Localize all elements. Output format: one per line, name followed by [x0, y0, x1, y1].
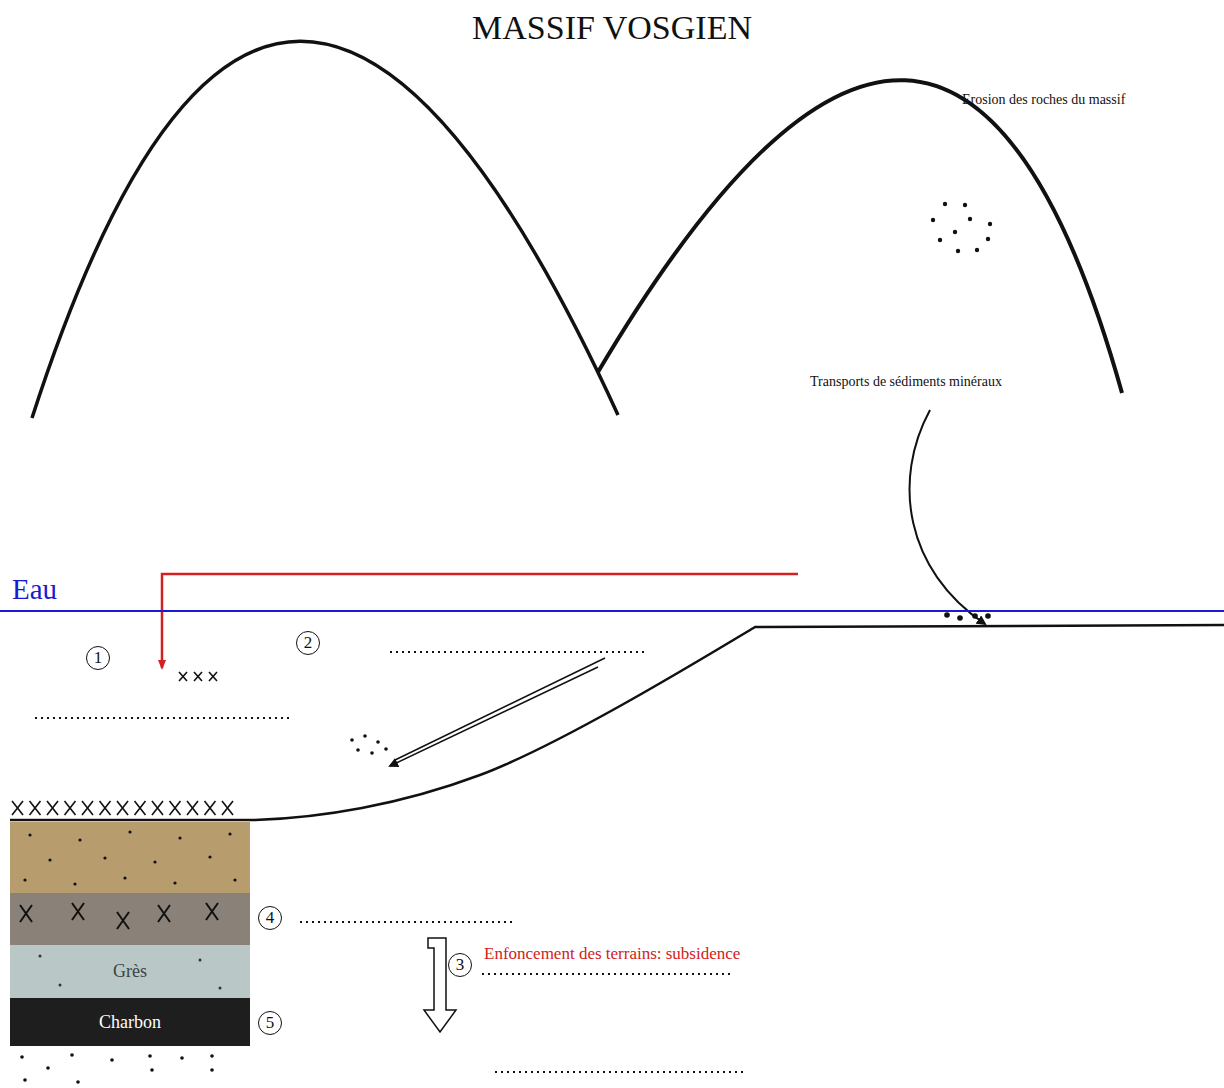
cross-mark [100, 801, 111, 815]
cross-mark [222, 801, 233, 815]
callout-number: 1 [86, 646, 110, 670]
cross-mark [117, 801, 128, 815]
rock-layer-band: Charbon [10, 998, 250, 1046]
cross-mark [170, 801, 181, 815]
process-note: Transports de sédiments minéraux [810, 374, 1002, 390]
cross-mark [30, 801, 41, 815]
cross-mark [47, 801, 58, 815]
diagram-title: MASSIF VOSGIEN [472, 8, 752, 47]
cross-mark [135, 801, 146, 815]
process-note: Erosion des roches du massif [962, 92, 1125, 108]
rock-layer-band: Grès [10, 945, 250, 998]
callout-number: 5 [258, 1011, 282, 1035]
cross-mark [12, 801, 23, 815]
cross-mark [205, 801, 216, 815]
callout-number: 4 [258, 906, 282, 930]
cross-mark [65, 801, 76, 815]
cross-mark [187, 801, 198, 815]
water-label: Eau [12, 573, 57, 606]
callout-number: 3 [448, 953, 472, 977]
callout-number: 2 [296, 631, 320, 655]
layer-name: Charbon [99, 1012, 161, 1033]
layer-name: Grès [113, 961, 147, 982]
process-note: Enfoncement des terrains: subsidence [484, 944, 740, 964]
cross-mark [152, 801, 163, 815]
cross-mark [82, 801, 93, 815]
